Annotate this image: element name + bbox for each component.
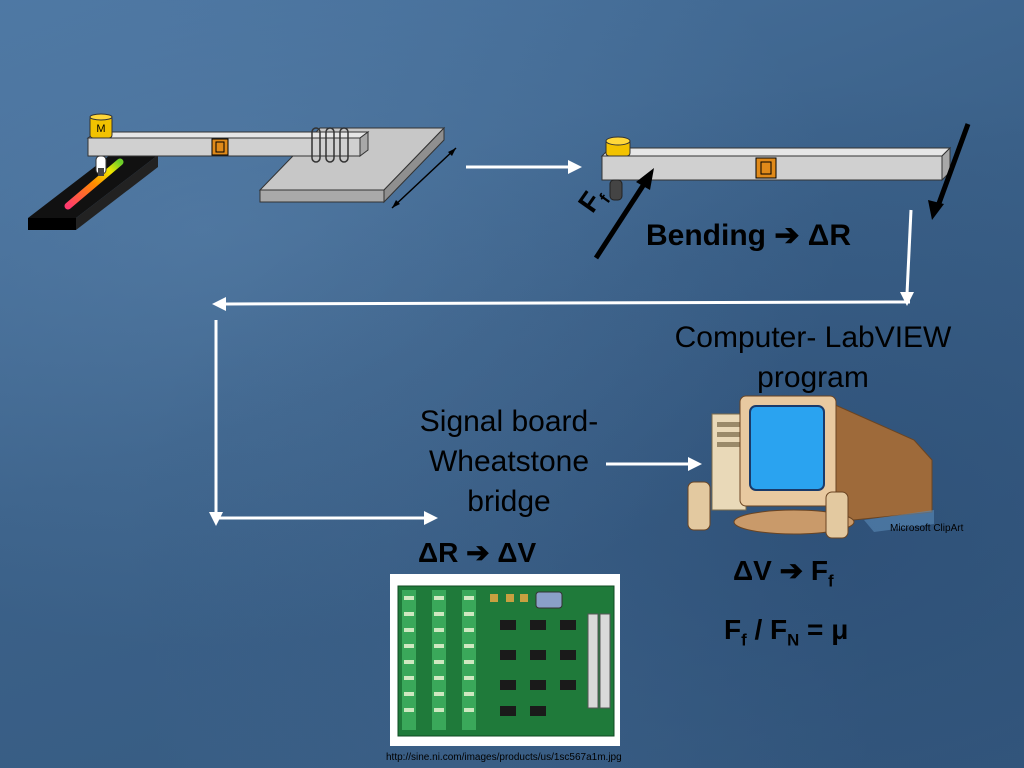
eq-mu: Ff / FN = μ (724, 614, 849, 650)
bending-label: Bending ➔ ΔR (646, 219, 852, 252)
eq-r-to-v: ΔR ➔ ΔV (418, 537, 537, 568)
signal-board-photo (390, 574, 620, 746)
scale-stripe (64, 158, 124, 210)
applied-force-arrow (935, 123, 971, 207)
eq-v-to-f: ΔV ➔ Ff (733, 555, 834, 591)
signal-board-label: Signal board- Wheatstone bridge (419, 405, 599, 518)
monitor-screen (749, 405, 825, 491)
strain-gauge (211, 138, 229, 156)
arrow-right-1 (466, 160, 582, 174)
left-speaker (687, 481, 711, 531)
computer-label: Computer- LabVIEW program (674, 321, 952, 394)
right-speaker (825, 491, 849, 539)
friction-force-arrow (593, 176, 651, 260)
motor-label: M (96, 123, 106, 135)
arrow-down-left (209, 320, 438, 526)
clipart-credit: Microsoft ClipArt (890, 523, 964, 534)
computer-clipart (687, 395, 934, 539)
arrow-left-long (212, 297, 911, 311)
bending-beam-diagram (593, 123, 971, 260)
arrow-down-right (900, 209, 914, 306)
image-url-credit: http://sine.ni.com/images/products/us/1s… (386, 752, 622, 763)
strain-gauge-2 (755, 157, 777, 179)
arrow-right-2 (606, 457, 702, 471)
apparatus-diagram (28, 113, 457, 230)
